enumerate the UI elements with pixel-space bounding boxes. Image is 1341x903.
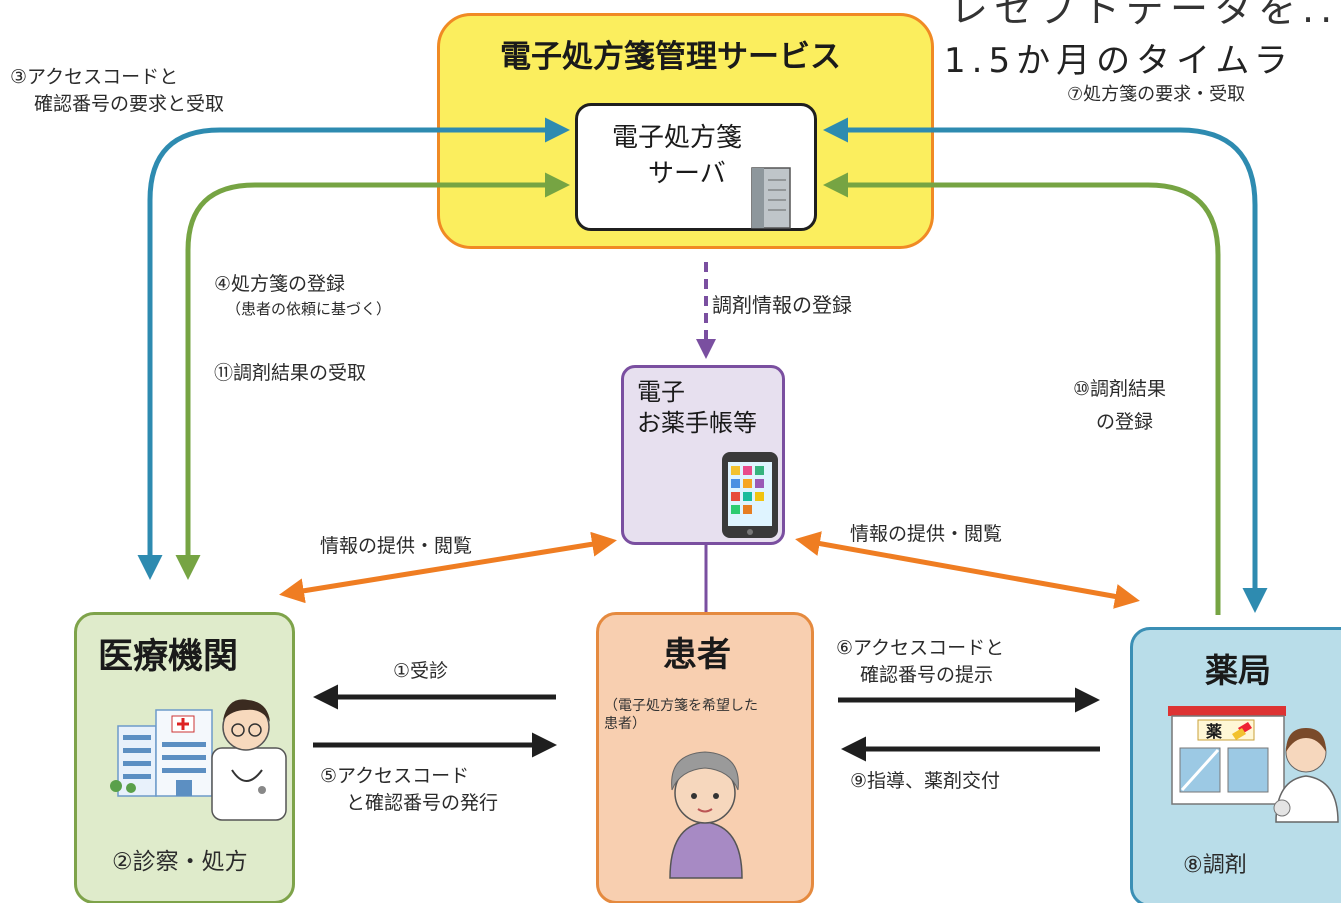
pharmacist-icon [1273,728,1339,823]
label-step4-line2: （患者の依頼に基づく） [226,300,392,318]
label-step1: ①受診 [393,660,449,682]
pharmacy-store-icon: 薬 [1168,706,1286,805]
label-info-right: 情報の提供・閲覧 [850,523,1003,545]
pharmacy-step: ⑧調剤 [1183,853,1247,878]
label-dispensing-registration: 調剤情報の登録 [712,293,852,317]
service-title: 電子処方箋管理サービス [500,39,841,75]
arrow-step7-blue [823,117,1268,613]
label-step3-line2: 確認番号の要求と受取 [34,93,225,115]
arrow-step3-blue [137,117,570,580]
patient-note-line2: 患者） [604,716,646,732]
label-step6-line2: 確認番号の提示 [860,664,994,686]
label-step5-line2: と確認番号の発行 [346,792,499,814]
smartphone-icon [722,452,778,538]
doctor-icon [211,699,287,821]
server-tower-icon [751,167,791,229]
patient-person-icon [669,751,743,879]
label-step11: ⑪調剤結果の受取 [214,362,367,384]
label-step10-line2: の登録 [1096,411,1154,433]
label-step10-line1: ⑩調剤結果 [1073,378,1167,400]
label-step3-line1: ③アクセスコードと [10,66,179,88]
label-step5-line1: ⑤アクセスコード [320,765,470,787]
pharmacy-sign: 薬 [1205,722,1223,741]
patient-title: 患者 [663,635,731,675]
handbook-label-line1: 電子 [637,378,685,406]
label-step4-line1: ④処方箋の登録 [214,273,346,295]
overlay-heading-line2: 1.5か月のタイムラ [944,41,1294,81]
server-label-line2: サーバ [648,159,726,189]
arrow-info-right [795,531,1140,609]
label-step7: ⑦処方箋の要求・受取 [1067,84,1246,105]
label-step9: ⑨指導、薬剤交付 [850,770,1001,792]
hospital-building-icon [110,709,213,797]
pharmacy-title: 薬局 [1205,651,1271,690]
overlay-heading-line1: レセプトデータを... [950,0,1341,31]
arrow-step10-green [823,172,1221,615]
hospital-title: 医療機関 [98,637,239,677]
server-label-line1: 電子処方箋 [612,123,743,153]
label-info-left: 情報の提供・閲覧 [320,535,473,557]
arrow-info-left [279,531,617,604]
label-step6-line1: ⑥アクセスコードと [836,637,1005,659]
patient-note-line1: （電子処方箋を希望した [604,698,758,714]
arrow-step4-green [175,172,570,580]
handbook-label-line2: お薬手帳等 [637,409,757,437]
hospital-step: ②診察・処方 [112,849,248,875]
